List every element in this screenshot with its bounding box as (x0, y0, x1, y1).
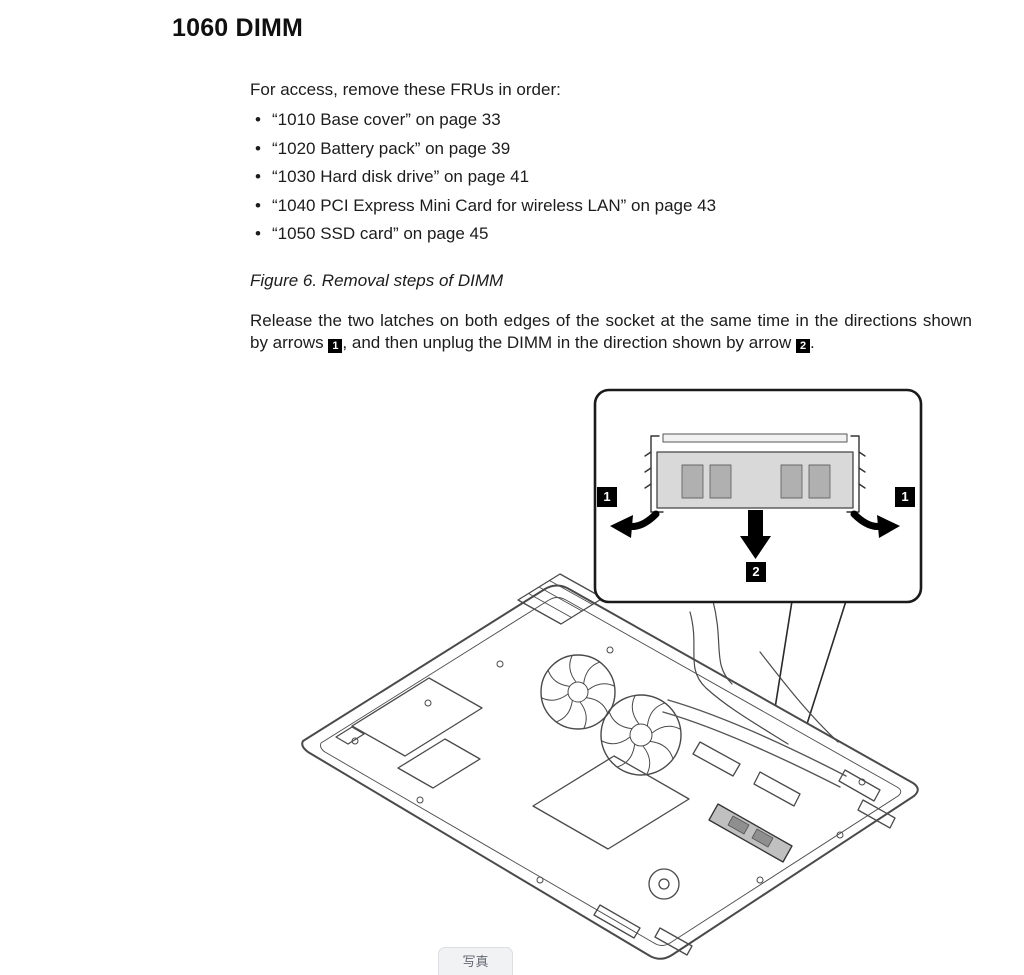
touchpad (532, 755, 690, 850)
figure-caption: Figure 6. Removal steps of DIMM (250, 270, 504, 290)
instruction-part3: . (810, 333, 815, 352)
board-components (593, 741, 896, 956)
left-bays (335, 677, 483, 789)
step-1-badge-right: 1 (895, 487, 915, 507)
step-2-inline-badge: 2 (796, 339, 811, 353)
instruction-part2: , and then unplug the DIMM in the direct… (342, 333, 797, 352)
instruction-paragraph: Release the two latches on both edges of… (250, 310, 972, 355)
instruction-part1: Release the two latches on both edges of… (250, 310, 972, 353)
dimm-module-detail (656, 451, 854, 509)
laptop-outline (301, 584, 919, 960)
step-1-badge-left: 1 (597, 487, 617, 507)
list-item: “1030 Hard disk drive” on page 41 (250, 163, 972, 192)
content-column: For access, remove these FRUs in order: … (250, 76, 972, 355)
figure-6-illustration (301, 388, 923, 960)
latch-release-arrows (610, 510, 900, 538)
callout-box (593, 388, 923, 604)
list-item: “1010 Base cover” on page 33 (250, 106, 972, 135)
fru-list: “1010 Base cover” on page 33 “1020 Batte… (250, 106, 972, 249)
page-title: 1060 DIMM (172, 14, 304, 42)
fan-left (540, 654, 616, 730)
laptop-drawing (301, 573, 919, 960)
unplug-arrow (740, 510, 771, 559)
fan-right (600, 694, 682, 776)
screw-holes (351, 646, 866, 884)
heat-pipe (662, 699, 847, 788)
photo-button[interactable]: 写真 (438, 947, 513, 975)
step-1-inline-badge: 1 (328, 339, 343, 353)
cables (689, 600, 839, 745)
list-item: “1050 SSD card” on page 45 (250, 220, 972, 249)
laptop-inner-rim (320, 597, 902, 946)
list-item: “1020 Battery pack” on page 39 (250, 135, 972, 164)
list-item: “1040 PCI Express Mini Card for wireless… (250, 192, 972, 221)
step-2-badge: 2 (746, 562, 766, 582)
dimm-on-board (708, 803, 793, 863)
dimm-socket (662, 433, 848, 443)
intro-text: For access, remove these FRUs in order: (250, 80, 561, 99)
